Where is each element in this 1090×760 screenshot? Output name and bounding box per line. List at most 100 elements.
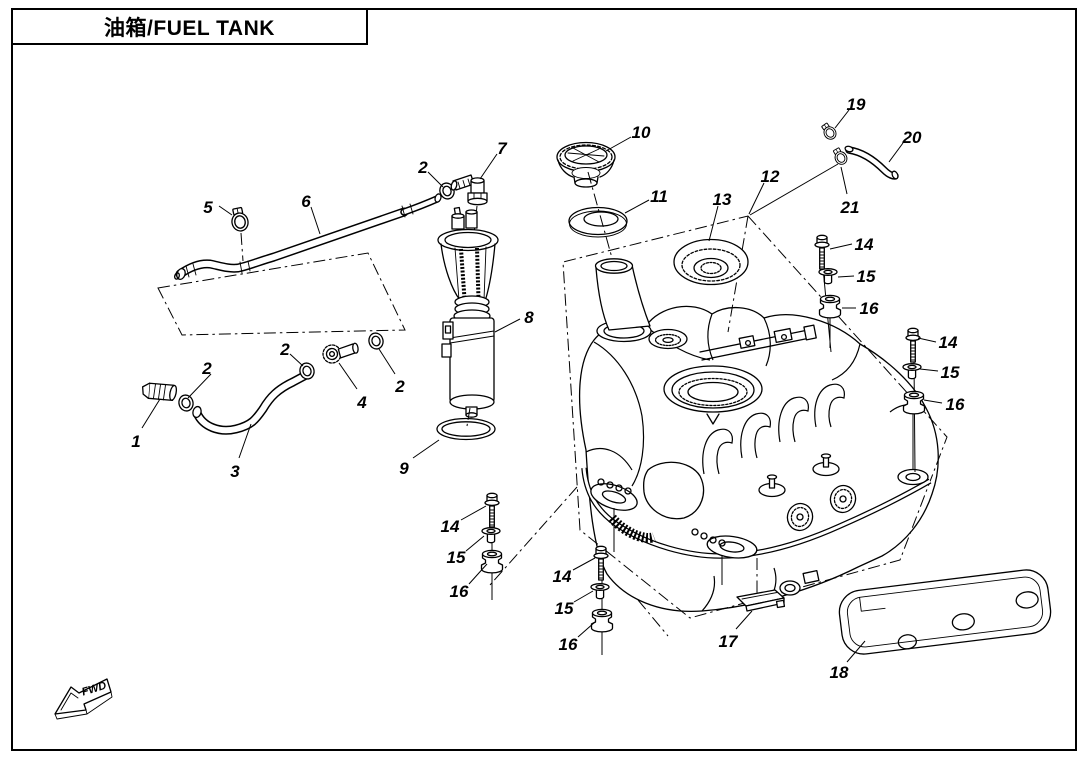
callout-8-leader bbox=[494, 318, 521, 333]
callout-7-leader bbox=[479, 153, 498, 180]
callout-14-leader bbox=[460, 505, 487, 521]
callout-9-leader bbox=[412, 439, 440, 459]
callout-11: 11 bbox=[650, 187, 668, 206]
cap-gasket bbox=[568, 206, 628, 238]
callout-2-leader bbox=[427, 171, 444, 188]
page-border bbox=[11, 8, 1077, 751]
callout-1: 1 bbox=[131, 432, 140, 451]
callout-18-leader bbox=[846, 640, 866, 663]
callout-9: 9 bbox=[399, 459, 409, 478]
mount-washer bbox=[902, 363, 922, 380]
hose-fitting bbox=[141, 382, 178, 402]
callout-5-leader bbox=[218, 205, 233, 216]
hose-clamp bbox=[176, 392, 196, 414]
ref-region-tank bbox=[489, 215, 948, 637]
callout-16: 16 bbox=[946, 395, 965, 414]
callout-1-leader bbox=[141, 398, 161, 429]
callout-15: 15 bbox=[447, 548, 466, 567]
callout-4-leader bbox=[338, 362, 358, 390]
fuel-pump-assembly bbox=[437, 206, 499, 427]
pump-oring bbox=[436, 417, 496, 441]
callout-17-leader bbox=[735, 610, 753, 630]
vent-hose bbox=[844, 145, 899, 180]
mount-bolt bbox=[484, 492, 500, 528]
fuel-cap bbox=[556, 141, 616, 259]
callout-6: 6 bbox=[301, 192, 311, 211]
mount-hardware bbox=[480, 234, 926, 655]
callout-10-leader bbox=[605, 136, 632, 152]
mount-bolt bbox=[814, 234, 830, 270]
rubber-pad bbox=[736, 589, 786, 612]
callout-15-leader bbox=[919, 368, 939, 372]
vent-grommet bbox=[673, 238, 749, 286]
vent-attach-line bbox=[749, 163, 839, 216]
callout-14: 14 bbox=[939, 333, 958, 352]
callout-4: 4 bbox=[356, 393, 367, 412]
callout-10: 10 bbox=[632, 123, 651, 142]
fuel-hose-long bbox=[174, 193, 442, 280]
callout-2: 2 bbox=[279, 340, 290, 359]
callout-14-leader bbox=[572, 557, 596, 571]
callout-8: 8 bbox=[524, 308, 534, 327]
hose-clamp bbox=[366, 330, 386, 352]
callout-15-leader bbox=[465, 535, 485, 552]
mount-bolt bbox=[593, 545, 609, 581]
mount-washer bbox=[590, 583, 610, 600]
callout-12-leader bbox=[748, 182, 765, 215]
callout-13: 13 bbox=[713, 190, 732, 209]
mount-port bbox=[786, 484, 857, 532]
mount-bushing bbox=[902, 390, 926, 415]
callout-7: 7 bbox=[497, 139, 508, 158]
callout-15: 15 bbox=[555, 599, 574, 618]
callout-11-leader bbox=[624, 199, 650, 214]
callout-16-leader bbox=[577, 621, 596, 638]
callout-16: 16 bbox=[450, 582, 469, 601]
callout-21-leader bbox=[840, 166, 848, 195]
page-title: 油箱/FUEL TANK bbox=[104, 16, 275, 40]
callout-20: 20 bbox=[902, 128, 922, 147]
callout-15: 15 bbox=[857, 267, 876, 286]
mount-bushing bbox=[590, 608, 614, 633]
callout-14-leader bbox=[917, 337, 937, 343]
vent-clamp bbox=[819, 120, 839, 143]
mount-washer bbox=[818, 268, 838, 285]
callout-17: 17 bbox=[719, 632, 739, 651]
callout-14: 14 bbox=[553, 567, 572, 586]
callout-3: 3 bbox=[230, 462, 240, 481]
callout-15: 15 bbox=[941, 363, 960, 382]
callout-16-leader bbox=[923, 399, 943, 404]
callout-19: 19 bbox=[847, 95, 866, 114]
callout-2-leader bbox=[378, 348, 396, 375]
callout-13-leader bbox=[708, 205, 719, 242]
callout-16: 16 bbox=[559, 635, 578, 654]
callout-14: 14 bbox=[441, 517, 460, 536]
mount-bolt bbox=[905, 327, 921, 363]
title-box: 油箱/FUEL TANK bbox=[11, 8, 368, 45]
callout-15-leader bbox=[573, 590, 594, 603]
callout-19-leader bbox=[834, 109, 850, 129]
callout-6-leader bbox=[310, 206, 321, 235]
ref-region-left bbox=[157, 252, 406, 336]
callout-2: 2 bbox=[417, 158, 428, 177]
mount-bushing bbox=[480, 549, 504, 574]
callout-16-leader bbox=[468, 563, 488, 585]
callout-14: 14 bbox=[855, 235, 874, 254]
mount-washer bbox=[481, 527, 501, 544]
callout-12: 12 bbox=[761, 167, 780, 186]
hose-clamp-screw bbox=[228, 205, 251, 262]
fwd-arrow: FWD bbox=[54, 678, 113, 720]
callout-2: 2 bbox=[394, 377, 405, 396]
callout-3-leader bbox=[238, 423, 252, 459]
mount-bushing bbox=[818, 294, 842, 319]
guard-plate bbox=[838, 569, 1052, 655]
callout-21: 21 bbox=[840, 198, 860, 217]
fuel-filler-neck bbox=[594, 258, 651, 331]
callout-15-leader bbox=[837, 275, 855, 278]
callout-2-leader bbox=[187, 373, 212, 399]
fuel-tank-body bbox=[579, 305, 939, 613]
joint-valve bbox=[322, 342, 359, 364]
callout-20-leader bbox=[888, 142, 904, 163]
